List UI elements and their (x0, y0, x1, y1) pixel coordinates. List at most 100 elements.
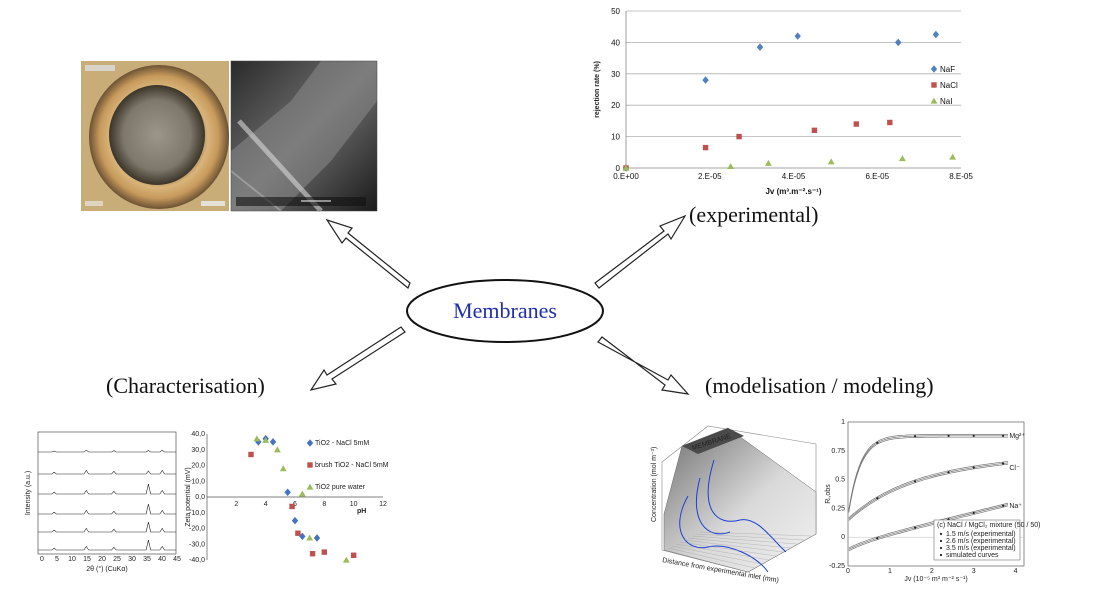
data-point (702, 76, 709, 84)
arrow-to-experimental (594, 214, 687, 289)
data-point (894, 38, 902, 47)
y-tick-label: 0.5 (835, 477, 845, 484)
x-tick-label: 1 (888, 568, 892, 575)
y-axis-label: Zeta potential (mV) (185, 467, 192, 527)
x-tick-label: 30 (128, 556, 136, 563)
series-label: Na⁺ (1009, 503, 1022, 510)
legend-box (933, 519, 1021, 561)
series-label: Mg²⁺ (1009, 433, 1025, 440)
y-tick-label: 0,0 (195, 494, 205, 501)
arrow-to-characterisation (309, 326, 406, 391)
series-label: Cl⁻ (1009, 465, 1020, 472)
legend-label: NaI (940, 97, 952, 106)
data-point (702, 144, 709, 151)
arrow-to-photos (325, 218, 411, 289)
data-point (827, 158, 835, 165)
y-tick-label: 30,0 (191, 447, 205, 454)
data-point (313, 534, 321, 542)
zeta-potential-scatter: 40,030,020,010,00,0-10,0-20,0-30,0-40,02… (185, 431, 389, 564)
experimental-point (1001, 462, 1005, 465)
legend-marker (939, 546, 943, 550)
y-tick-label: 10 (611, 133, 620, 142)
x-axis-label: Jv (m³.m⁻².s⁻¹) (765, 187, 821, 196)
membrane-tube-bore (109, 85, 205, 185)
surface-gridline (671, 545, 763, 565)
data-point (309, 551, 316, 557)
surface-gridline (675, 543, 770, 561)
x-tick-label: 0 (846, 568, 850, 575)
y-tick-label: 10,0 (191, 478, 205, 485)
data-point (898, 155, 906, 162)
legend-marker (939, 539, 943, 543)
x-tick-label: 0 (40, 556, 44, 563)
experimental-point (876, 441, 879, 444)
experimental-point (1001, 504, 1005, 507)
y-tick-label: 0 (841, 534, 845, 541)
legend-marker (939, 553, 943, 557)
y-tick-label: 30 (611, 70, 620, 79)
data-point (298, 490, 306, 497)
y-tick-label: -30,0 (189, 541, 205, 548)
data-point (321, 549, 328, 555)
experimental-point (876, 537, 879, 540)
legend-label: 1.5 m/s (experimental) (946, 531, 1016, 538)
experimental-point (876, 497, 879, 500)
x-tick-label: 0.E+00 (613, 172, 639, 181)
data-point (248, 451, 254, 458)
legend-marker (931, 82, 937, 88)
y-tick-label: 40 (611, 38, 620, 47)
surface-gridline (699, 531, 812, 537)
data-point (764, 159, 772, 166)
legend-marker (306, 483, 314, 490)
simulated-curve (848, 502, 1009, 549)
x-tick-label: 12 (379, 501, 387, 508)
simulated-curve (848, 436, 1009, 513)
legend-label: brush TiO2 - NaCl 5mM (315, 462, 389, 469)
x-tick-label: 8.E-05 (949, 172, 973, 181)
experimental-point (947, 471, 950, 474)
y-tick-label: 20,0 (191, 463, 205, 470)
legend-marker (930, 65, 938, 73)
experimental-point (947, 434, 950, 437)
data-point (306, 534, 314, 541)
xrd-trace (38, 484, 176, 495)
y-tick-label: 1 (841, 419, 845, 426)
experimental-point (972, 434, 975, 437)
x-tick-label: 25 (113, 556, 121, 563)
experimental-point (913, 480, 917, 483)
xrd-trace (38, 540, 176, 551)
data-point (284, 488, 291, 497)
legend-label: NaF (940, 65, 955, 74)
experimental-point (972, 466, 975, 469)
x-tick-label: 35 (143, 556, 151, 563)
surface-gridline (691, 535, 798, 545)
y-tick-label: 0 (616, 164, 621, 173)
x-tick-label: 6 (293, 501, 297, 508)
xrd-frame (37, 431, 177, 555)
data-point (794, 32, 801, 40)
experimental-point (1001, 434, 1005, 437)
x-tick-label: 4.E-05 (782, 172, 806, 181)
y-tick-label: 50 (611, 7, 620, 16)
caption-modelisation: (modelisation / modeling) (705, 373, 934, 398)
z-axis-label: Concentration (mol m⁻³) (651, 447, 658, 522)
membranes-label: Membranes (453, 298, 557, 323)
data-point (269, 438, 277, 446)
legend-label: 2.6 m/s (experimental) (946, 538, 1016, 545)
experimental-point (913, 526, 917, 529)
surface-gridline (679, 541, 777, 557)
x-tick-label: 8 (322, 501, 326, 508)
y-axis-label: Rᵢ,obs (825, 484, 832, 504)
legend-marker (307, 462, 313, 468)
data-point (622, 164, 630, 171)
data-point (262, 436, 270, 443)
y-tick-label: -40,0 (189, 557, 205, 564)
model-curve (679, 495, 769, 573)
